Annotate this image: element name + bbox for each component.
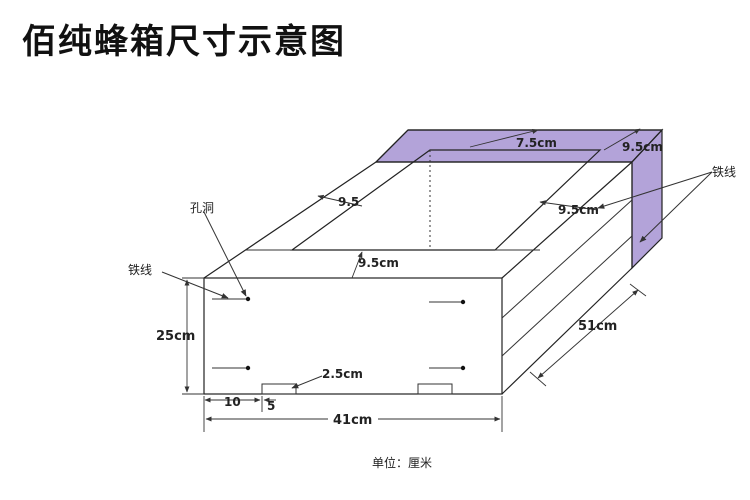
page-title: 佰纯蜂箱尺寸示意图 <box>22 22 346 62</box>
left-rim-label: 9.5 <box>338 195 359 209</box>
wire-label-right: 铁线 <box>712 165 736 179</box>
bottom-slots <box>261 383 453 395</box>
depth-label: 51cm <box>578 319 617 334</box>
width-label: 41cm <box>333 413 372 428</box>
top-corner-label: 9.5cm <box>622 140 663 154</box>
box-outline <box>203 129 663 395</box>
dim-top-corner: 9.5cm <box>603 128 663 154</box>
holes <box>212 296 466 371</box>
dim-left-rim: 9.5 <box>317 194 363 209</box>
slot-label: 2.5cm <box>322 367 363 381</box>
top-width-label: 7.5cm <box>516 136 557 150</box>
unit-note: 单位：厘米 <box>372 455 432 470</box>
dim-height: 25cm <box>156 277 204 395</box>
front-rim-label: 9.5cm <box>358 256 399 270</box>
dim-front-rim: 9.5cm <box>351 251 399 279</box>
dim-depth: 51cm <box>529 283 647 387</box>
offset-a-label: 10 <box>224 395 241 409</box>
dim-top-width: 7.5cm <box>469 128 557 150</box>
hole-label: 孔洞 <box>190 201 214 215</box>
dim-offsets: 10 5 <box>204 395 276 413</box>
height-label: 25cm <box>156 329 195 344</box>
offset-b-label: 5 <box>267 399 275 413</box>
leader-lines <box>161 171 713 389</box>
dim-width: 41cm <box>203 396 503 432</box>
wire-label-left: 铁线 <box>128 263 152 277</box>
right-rim-label: 9.5cm <box>558 203 599 217</box>
dim-right-rim: 9.5cm <box>539 200 599 217</box>
